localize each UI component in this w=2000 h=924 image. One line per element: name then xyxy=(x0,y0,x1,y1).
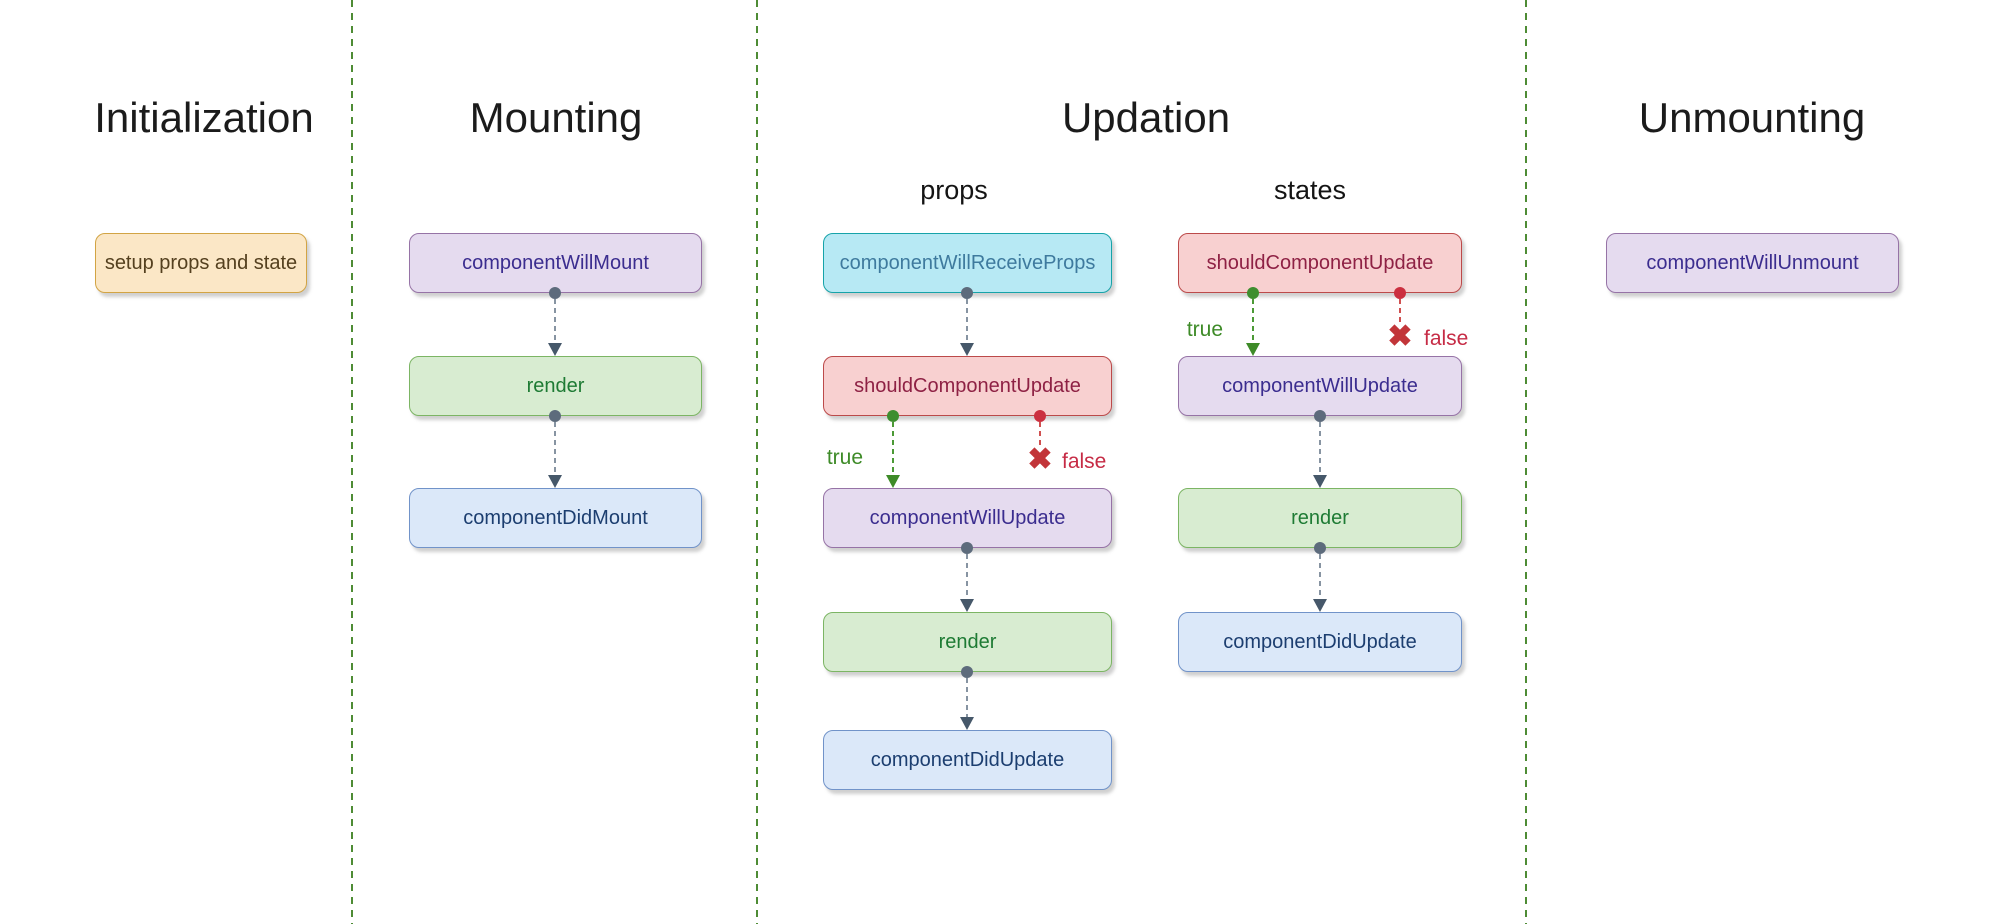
phase-separator-2 xyxy=(756,0,758,924)
edge-arrowhead-icon-props-should-update xyxy=(960,343,974,356)
edge-line-props-should-update-to-props-will-update xyxy=(892,422,894,477)
edge-line-states-should-update-to-stop xyxy=(1399,299,1401,323)
node-label-init-setup: setup props and state xyxy=(104,251,298,274)
edge-start-dot-props-will-receive xyxy=(961,287,973,299)
node-mount-did-mount: componentDidMount xyxy=(409,488,702,548)
edge-start-dot-states-will-update xyxy=(1314,410,1326,422)
node-label-props-will-update: componentWillUpdate xyxy=(869,506,1066,529)
node-label-props-render: render xyxy=(938,630,997,653)
edge-arrowhead-icon-states-did-update xyxy=(1313,599,1327,612)
subsection-title-states: states xyxy=(1273,175,1347,205)
phase-title-unmounting: Unmounting xyxy=(1638,94,1866,141)
edge-label-false: false xyxy=(1062,450,1107,473)
node-label-props-should-update: shouldComponentUpdate xyxy=(854,374,1081,397)
node-props-did-update: componentDidUpdate xyxy=(823,730,1112,790)
node-label-states-did-update: componentDidUpdate xyxy=(1223,630,1417,653)
edge-line-props-will-receive-to-props-should-update xyxy=(966,299,968,345)
node-mount-will-mount: componentWillMount xyxy=(409,233,702,293)
edge-arrowhead-icon-mount-render xyxy=(548,343,562,356)
phase-title-initialization: Initialization xyxy=(94,94,314,141)
node-label-states-render: render xyxy=(1291,506,1349,529)
phase-title-mounting: Mounting xyxy=(469,94,643,141)
edge-line-mount-render-to-mount-did-mount xyxy=(554,422,556,477)
node-label-unmount-will-unmount: componentWillUnmount xyxy=(1646,251,1859,274)
node-states-should-update: shouldComponentUpdate xyxy=(1178,233,1462,293)
edge-start-dot-states-should-update xyxy=(1394,287,1406,299)
edge-line-mount-will-mount-to-mount-render xyxy=(554,299,556,345)
node-props-will-receive: componentWillReceiveProps xyxy=(823,233,1112,293)
node-props-should-update: shouldComponentUpdate xyxy=(823,356,1112,416)
edge-line-states-render-to-states-did-update xyxy=(1319,554,1321,601)
node-label-props-will-receive: componentWillReceiveProps xyxy=(839,251,1096,274)
edge-arrowhead-icon-states-render xyxy=(1313,475,1327,488)
node-mount-render: render xyxy=(409,356,702,416)
node-label-mount-render: render xyxy=(526,374,585,397)
node-props-will-update: componentWillUpdate xyxy=(823,488,1112,548)
node-init-setup: setup props and state xyxy=(95,233,307,293)
node-label-mount-will-mount: componentWillMount xyxy=(462,251,649,274)
node-states-did-update: componentDidUpdate xyxy=(1178,612,1462,672)
edge-start-dot-states-render xyxy=(1314,542,1326,554)
edge-start-dot-props-render xyxy=(961,666,973,678)
edge-false-x-icon: ✖ xyxy=(1027,443,1053,476)
edge-start-dot-mount-render xyxy=(549,410,561,422)
node-states-render: render xyxy=(1178,488,1462,548)
edge-arrowhead-icon-props-will-update xyxy=(886,475,900,488)
edge-arrowhead-icon-props-did-update xyxy=(960,717,974,730)
node-label-props-did-update: componentDidUpdate xyxy=(870,748,1065,771)
node-states-will-update: componentWillUpdate xyxy=(1178,356,1462,416)
phase-separator-3 xyxy=(1525,0,1527,924)
phase-title-updation: Updation xyxy=(1061,94,1231,141)
node-unmount-will-unmount: componentWillUnmount xyxy=(1606,233,1899,293)
subsection-title-props: props xyxy=(920,175,988,205)
edge-line-props-render-to-props-did-update xyxy=(966,678,968,719)
edge-line-props-should-update-to-stop xyxy=(1039,422,1041,446)
edge-false-x-icon: ✖ xyxy=(1387,320,1413,353)
edge-start-dot-props-will-update xyxy=(961,542,973,554)
edge-label-true: true xyxy=(826,446,863,469)
edge-start-dot-states-should-update xyxy=(1247,287,1259,299)
edge-line-states-should-update-to-states-will-update xyxy=(1252,299,1254,345)
edge-start-dot-props-should-update xyxy=(887,410,899,422)
edge-line-props-will-update-to-props-render xyxy=(966,554,968,601)
node-label-mount-did-mount: componentDidMount xyxy=(463,506,648,529)
edge-start-dot-mount-will-mount xyxy=(549,287,561,299)
edge-arrowhead-icon-mount-did-mount xyxy=(548,475,562,488)
node-label-states-will-update: componentWillUpdate xyxy=(1222,374,1418,397)
edge-label-false: false xyxy=(1424,327,1469,350)
edge-line-states-will-update-to-states-render xyxy=(1319,422,1321,477)
edge-label-true: true xyxy=(1186,318,1223,341)
edge-arrowhead-icon-states-will-update xyxy=(1246,343,1260,356)
edge-start-dot-props-should-update xyxy=(1034,410,1046,422)
edge-arrowhead-icon-props-render xyxy=(960,599,974,612)
phase-separator-1 xyxy=(351,0,353,924)
node-props-render: render xyxy=(823,612,1112,672)
node-label-states-should-update: shouldComponentUpdate xyxy=(1206,251,1434,274)
